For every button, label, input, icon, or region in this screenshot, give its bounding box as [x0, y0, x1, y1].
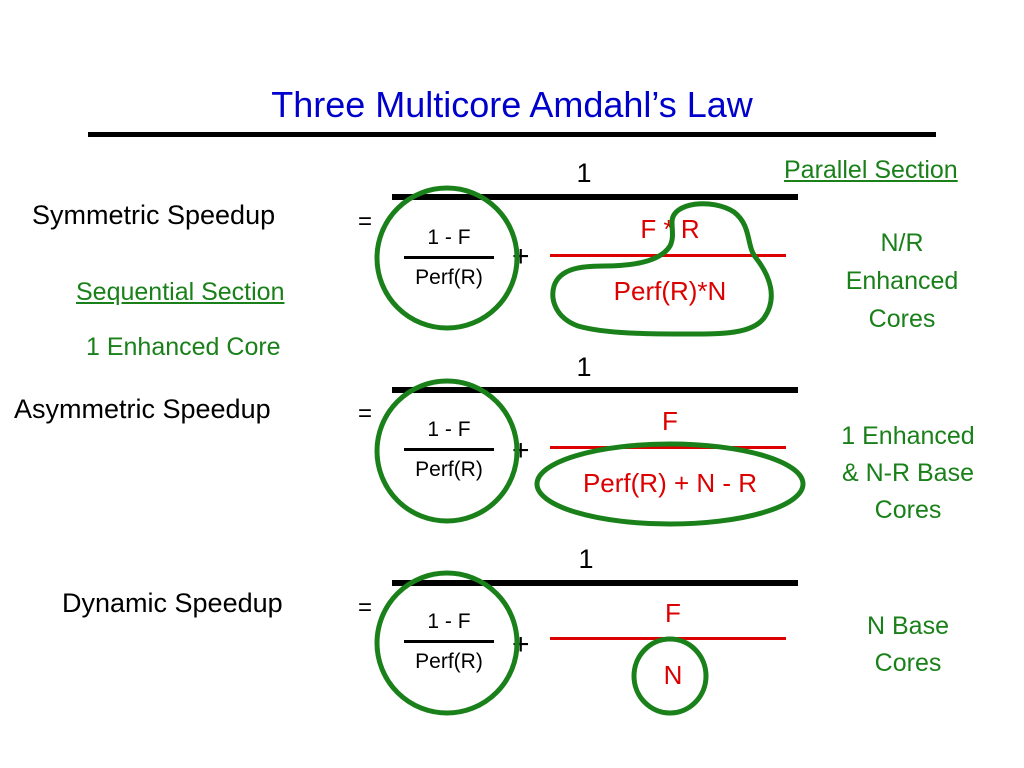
asymmetric-speedup-label: Asymmetric Speedup: [14, 394, 271, 424]
sequential-fraction-bar: [404, 640, 494, 643]
parallel-circle-3: [631, 636, 709, 716]
equals-sign: =: [358, 400, 373, 427]
equals-sign: =: [358, 594, 373, 621]
core-note-line: 1 Enhanced: [841, 422, 975, 450]
parallel-fraction-bar: [550, 446, 786, 449]
dynamic-speedup-label: Dynamic Speedup: [62, 588, 283, 618]
one-enhanced-core-label: 1 Enhanced Core: [86, 333, 281, 361]
numerator-one: 1: [576, 158, 592, 188]
core-note-line: Cores: [868, 305, 936, 333]
main-fraction-bar: [392, 387, 798, 393]
parallel-numerator: F: [665, 598, 681, 628]
title-rule: [88, 132, 936, 137]
parallel-loop-1: [550, 201, 774, 337]
numerator-one: 1: [576, 352, 592, 382]
sequential-circle-3: [374, 570, 520, 716]
parallel-numerator: F: [662, 406, 678, 436]
core-note-3: N Base Cores: [818, 608, 998, 682]
sequential-numerator: 1 - F: [427, 610, 471, 633]
sequential-fraction-bar: [404, 448, 494, 451]
sequential-numerator: 1 - F: [427, 418, 471, 441]
parallel-ellipse-2: [534, 441, 806, 527]
parallel-fraction-bar: [550, 254, 786, 257]
parallel-denominator: Perf(R)*N: [613, 276, 727, 306]
core-note-line: N/R: [880, 229, 924, 257]
equals-sign: =: [358, 208, 373, 235]
sequential-section-label: Sequential Section: [76, 278, 285, 306]
symmetric-speedup-label: Symmetric Speedup: [32, 200, 276, 230]
sequential-denominator: Perf(R): [415, 650, 483, 673]
sequential-fraction-bar: [404, 256, 494, 259]
core-note-line: Enhanced: [845, 267, 959, 295]
core-note-line: Cores: [874, 496, 942, 524]
core-note-line: N Base: [867, 612, 949, 640]
numerator-one: 1: [578, 544, 594, 574]
sequential-circle-2: [374, 378, 520, 524]
parallel-section-label: Parallel Section: [784, 156, 958, 184]
core-note-line: Cores: [874, 649, 942, 677]
parallel-denominator: Perf(R) + N - R: [582, 468, 758, 498]
sequential-numerator: 1 - F: [427, 226, 471, 249]
sequential-denominator: Perf(R): [415, 458, 483, 481]
main-fraction-bar: [392, 194, 798, 200]
page-title: Three Multicore Amdahl’s Law: [271, 84, 753, 125]
core-note-2: 1 Enhanced & N-R Base Cores: [818, 418, 998, 529]
sequential-circle-1: [374, 185, 520, 331]
parallel-denominator: N: [663, 660, 683, 690]
sequential-denominator: Perf(R): [415, 266, 483, 289]
core-note-line: & N-R Base: [842, 459, 974, 487]
main-fraction-bar: [392, 580, 798, 586]
core-note-1: N/R Enhanced Cores: [812, 224, 992, 338]
